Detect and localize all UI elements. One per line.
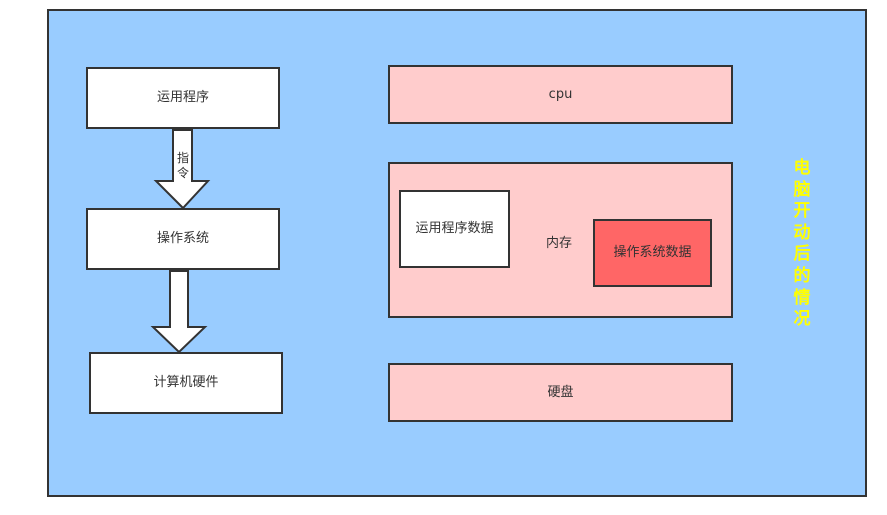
instruction-label: 指令 xyxy=(176,151,189,180)
side-title: 电脑开动后的情况 xyxy=(793,158,811,330)
hardware-label: 计算机硬件 xyxy=(153,375,219,391)
app-data-label: 运用程序数据 xyxy=(415,221,494,237)
os-box: 操作系统 xyxy=(86,208,280,270)
hardware-box: 计算机硬件 xyxy=(89,352,283,414)
disk-box: 硬盘 xyxy=(388,363,733,422)
os-hardware-arrow xyxy=(150,270,208,354)
app-box: 运用程序 xyxy=(86,67,280,129)
cpu-label: cpu xyxy=(548,86,573,102)
app-data-box: 运用程序数据 xyxy=(399,190,510,268)
os-label: 操作系统 xyxy=(156,231,209,247)
memory-label: 内存 xyxy=(546,236,573,251)
disk-label: 硬盘 xyxy=(547,384,574,400)
app-label: 运用程序 xyxy=(156,90,209,106)
cpu-box: cpu xyxy=(388,65,733,124)
os-data-label: 操作系统数据 xyxy=(613,245,692,261)
instruction-arrow xyxy=(153,129,211,210)
os-data-box: 操作系统数据 xyxy=(593,219,712,287)
